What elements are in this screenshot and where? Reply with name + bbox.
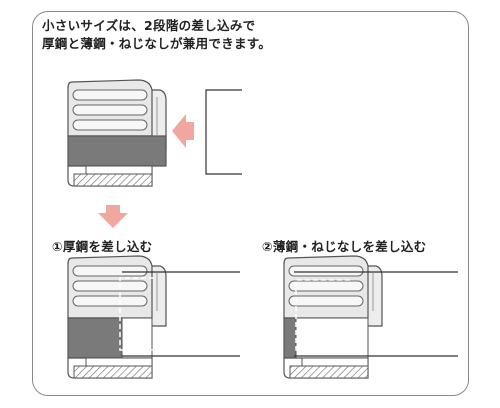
heading-line-1: 小さいサイズは、2段階の差し込みで xyxy=(42,18,256,33)
arrow-left-icon xyxy=(172,114,194,148)
heading-line-2: 厚鋼と薄鋼・ねじなしが兼用できます。 xyxy=(42,36,272,51)
fitting-step-2 xyxy=(283,255,458,379)
fitting-step-1 xyxy=(67,255,240,379)
step-1-label: ①厚鋼を差し込む xyxy=(52,239,153,254)
heading: 小さいサイズは、2段階の差し込みで 厚鋼と薄鋼・ねじなしが兼用できます。 xyxy=(42,17,271,53)
pipe-top xyxy=(205,89,242,175)
content-frame xyxy=(32,11,469,396)
arrow-down-icon xyxy=(98,205,128,228)
step-2-label: ②薄鋼・ねじなしを差し込む xyxy=(262,239,427,254)
fitting-top xyxy=(67,79,167,187)
